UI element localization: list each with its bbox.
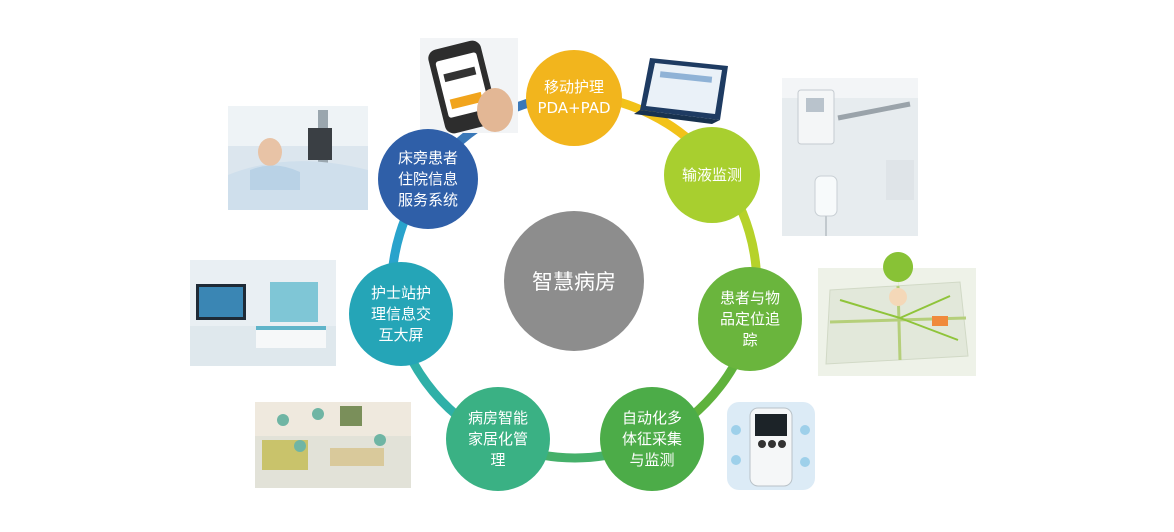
tablet-photo <box>634 58 728 124</box>
smart-ward-room-photo <box>255 402 411 488</box>
node-infusion: 输液监测 <box>664 127 760 223</box>
node-vitals: 自动化多 体征采集 与监测 <box>600 387 704 491</box>
patient-in-bed-photo <box>228 106 368 210</box>
node-nurse-screen-label: 护士站护 理信息交 互大屏 <box>370 283 431 344</box>
node-tracking-label: 患者与物 品定位追 踪 <box>719 288 780 349</box>
node-smart-home: 病房智能 家居化管 理 <box>446 387 550 491</box>
node-vitals-label: 自动化多 体征采集 与监测 <box>621 408 682 469</box>
iv-drip-photo <box>782 78 918 236</box>
handheld-pda-photo <box>420 38 518 134</box>
nurse-station-photo <box>190 260 336 366</box>
node-mobile-nursing-label: 移动护理 PDA+PAD <box>537 78 611 117</box>
node-nurse-screen: 护士站护 理信息交 互大屏 <box>349 262 453 366</box>
node-smart-home-label: 病房智能 家居化管 理 <box>467 408 528 469</box>
node-mobile-nursing: 移动护理 PDA+PAD <box>526 50 622 146</box>
center-label: 智慧病房 <box>532 270 616 294</box>
node-infusion-label: 输液监测 <box>681 165 742 184</box>
center-hub: 智慧病房 <box>504 211 644 351</box>
node-bedside: 床旁患者 住院信息 服务系统 <box>378 129 478 229</box>
vital-signs-device-photo <box>727 402 815 490</box>
node-tracking: 患者与物 品定位追 踪 <box>698 267 802 371</box>
location-map-photo <box>818 252 976 376</box>
node-bedside-label: 床旁患者 住院信息 服务系统 <box>397 148 458 209</box>
